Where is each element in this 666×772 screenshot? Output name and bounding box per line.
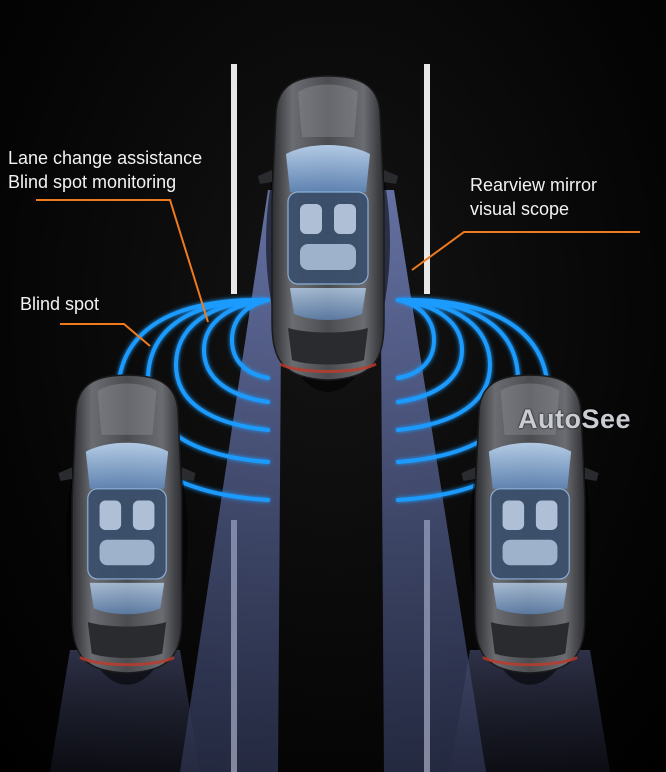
label-rearview-mirror-scope: Rearview mirror visual scope [470,173,597,221]
leader-blind-spot [60,323,151,347]
wave-right-2 [396,298,465,404]
leader-rearview [411,231,640,271]
label-rearview-line2: visual scope [470,199,570,219]
trailing-beam-left [50,650,200,772]
lead-car [256,74,400,394]
left-rear-car [56,373,198,687]
wave-right-3 [396,298,493,432]
label-blind-spot-monitoring: Blind spot monitoring [8,172,177,192]
scope-beam-left [180,190,282,772]
sensor-wave-icon [115,297,551,502]
label-rearview-line1: Rearview mirror [470,175,598,195]
scope-beam-right [380,190,486,772]
wave-left-3 [173,298,270,432]
lane-line-left [231,64,237,294]
lane-line-right [424,64,430,294]
wave-left-2 [201,298,270,404]
label-lane-change-blind-spot-monitoring: Lane change assistance Blind spot monito… [8,146,202,194]
label-blind-spot: Blind spot [20,294,100,314]
leader-lines [36,199,640,347]
watermark-logo: AutoSee [518,404,632,434]
leader-lane-change [36,199,209,323]
wave-left-1 [229,298,270,380]
sensor-waves-right [396,297,551,502]
label-lane-change: Lane change assistance [8,148,203,168]
trailing-beam-right [450,650,610,772]
wave-right-1 [396,298,437,380]
rearview-scope-beams [50,190,610,772]
